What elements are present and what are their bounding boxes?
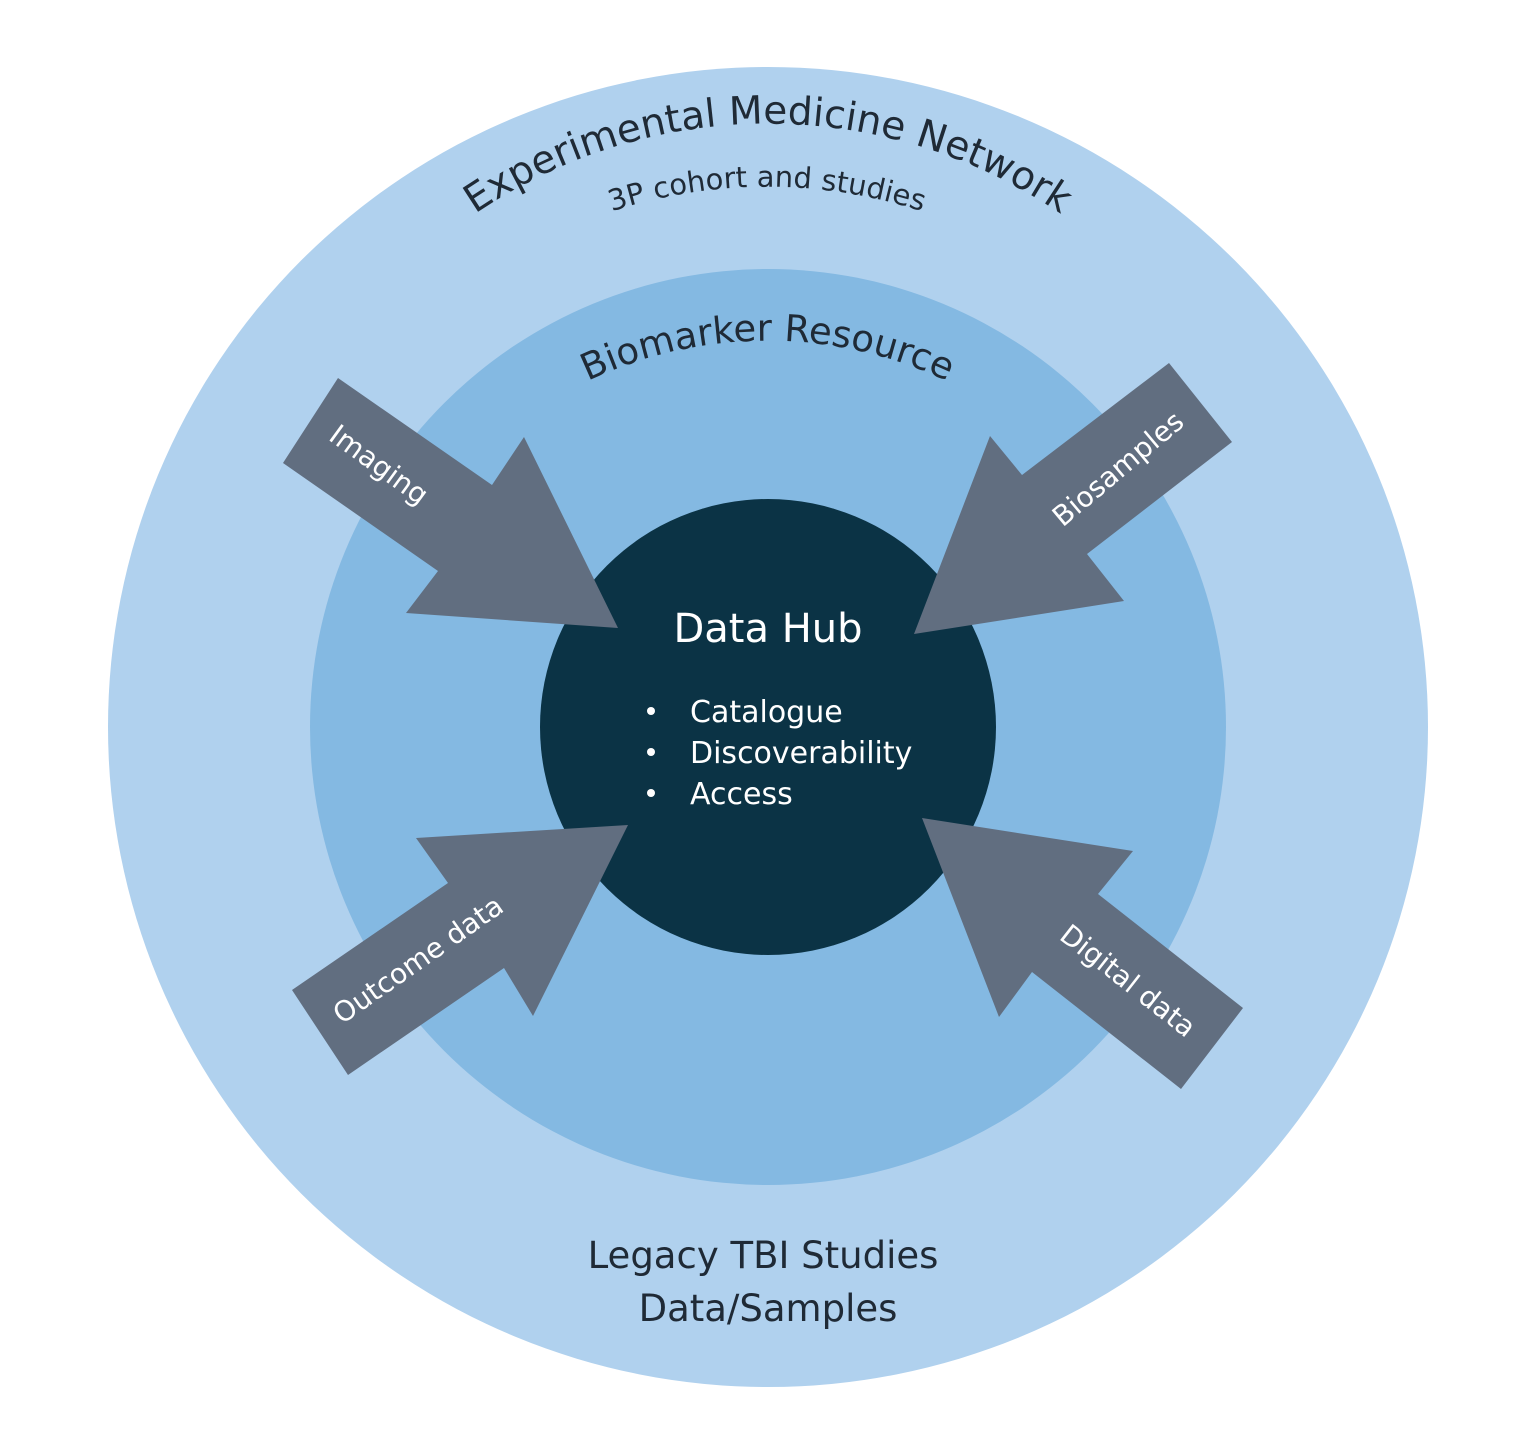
arrow-icon (914, 363, 1232, 634)
arrow-icon (283, 378, 618, 628)
arrow-imaging: Imaging (283, 378, 618, 628)
data-hub-title: Data Hub (673, 606, 862, 652)
data-hub-list: Catalogue Discoverability Access (647, 695, 912, 812)
hub-item-catalogue: Catalogue (690, 695, 843, 730)
arrow-digital-data: Digital data (922, 818, 1243, 1089)
bullet-icon (647, 748, 655, 756)
hub-item-discoverability: Discoverability (690, 736, 912, 771)
arrow-icon (292, 825, 628, 1075)
bullet-icon (647, 789, 655, 797)
arrow-icon (922, 818, 1243, 1089)
hub-item-access: Access (690, 777, 793, 812)
legacy-line-2: Data/Samples (639, 1287, 898, 1330)
bullet-icon (647, 707, 655, 715)
legacy-line-1: Legacy TBI Studies (588, 1234, 939, 1277)
data-hub-core (540, 499, 996, 955)
